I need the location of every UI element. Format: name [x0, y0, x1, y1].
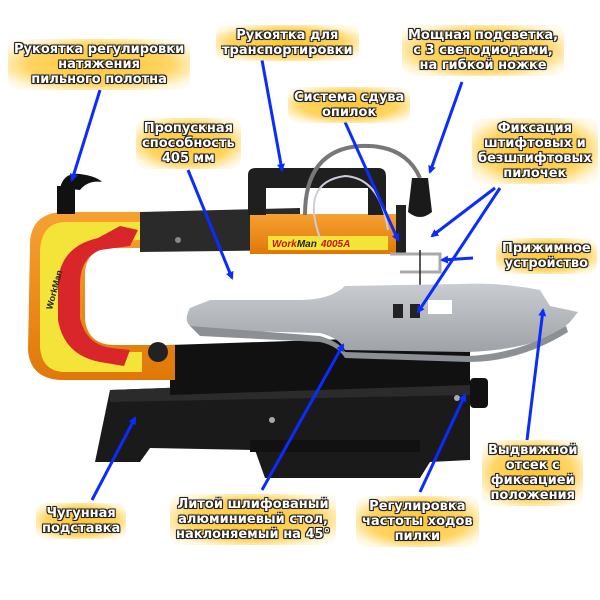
model-badge — [268, 236, 388, 250]
callout-cast-base: Чугунная подставка — [36, 503, 127, 539]
callout-speed-control: Регулировка частоты ходов пилки — [356, 496, 479, 547]
callout-drawer: Выдвижной отсек с фиксацией положения — [482, 440, 584, 506]
callout-throat-capacity: Пропускная способность 405 мм — [136, 118, 241, 169]
callout-dust-blower: Система сдува опилок — [288, 87, 411, 123]
callout-hold-down: Прижимное устройство — [496, 238, 597, 274]
led-lamp[interactable] — [408, 178, 432, 217]
cast-iron-base — [95, 378, 470, 478]
callout-led-light: Мощная подсветка, с 3 светодиодами, на г… — [402, 25, 565, 76]
lamp-gooseneck — [303, 143, 422, 216]
aluminium-table[interactable] — [186, 283, 578, 362]
callout-carry-handle: Рукоятка для транспортировки — [216, 25, 359, 61]
callout-arrows — [69, 59, 547, 501]
callout-tension-handle: Рукоятка регулировки натяжения пильного … — [8, 39, 191, 90]
callout-tilt-table: Литой шлифованый алюминиевый стол, накло… — [170, 494, 337, 545]
carry-handle[interactable] — [248, 168, 386, 215]
hold-down-device[interactable] — [390, 252, 442, 274]
tension-handle[interactable] — [57, 173, 102, 214]
callout-blade-clamp: Фиксация штифтовых и безштифтовых пилоче… — [472, 118, 598, 184]
speed-knob[interactable] — [470, 378, 488, 408]
